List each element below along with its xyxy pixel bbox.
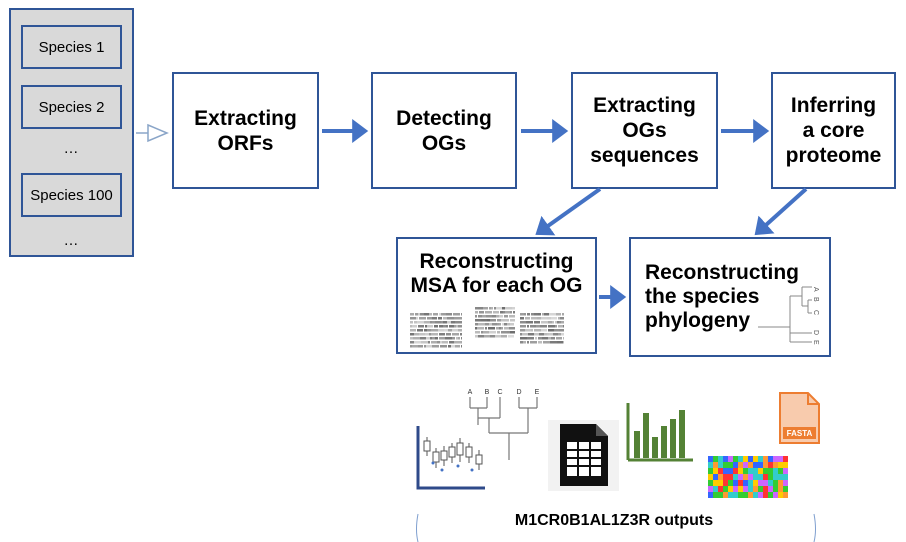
species-box-1: Species 1	[21, 25, 122, 69]
species-ellipsis: …	[63, 140, 80, 157]
flow-arrow	[754, 187, 808, 236]
tree-leaf-label: B	[812, 297, 819, 302]
tree-leaf-label: D	[812, 330, 819, 335]
step-label: Extracting ORFs	[194, 106, 297, 155]
step-reconstructing-phylogeny	[629, 237, 831, 357]
dendrogram-label: A	[468, 389, 473, 396]
species-label: Species 1	[38, 38, 105, 56]
step-label: Extracting OGs sequences	[590, 94, 699, 167]
step-core-proteome: Inferring a core proteome	[771, 72, 896, 189]
dendrogram-label: C	[497, 389, 502, 396]
fasta-label: FASTA	[787, 429, 813, 438]
step-extracting-orfs: Extracting ORFs	[172, 72, 319, 189]
species-arrow	[136, 123, 169, 143]
outputs-label: M1CR0B1AL1Z3R outputs	[514, 512, 714, 529]
step-label: Reconstructing the species phylogeny	[645, 261, 800, 332]
step-label: Inferring a core proteome	[785, 94, 882, 167]
outputs-bracket-left	[416, 513, 419, 542]
species-box-100: Species 100	[21, 173, 122, 217]
step-label: Reconstructing MSA for each OG	[410, 250, 583, 297]
msa-alignment-thumbnails	[410, 307, 564, 348]
tree-leaf-label: A	[812, 287, 819, 292]
step-label: Detecting OGs	[396, 106, 492, 155]
species-label: Species 2	[38, 98, 105, 116]
flow-arrow	[535, 187, 602, 236]
dendrogram-icon	[469, 397, 538, 460]
tree-leaf-label: E	[812, 340, 819, 345]
dendrogram-label: E	[535, 389, 540, 396]
species-panel: Species 1 Species 2 … Species 100 …	[9, 8, 134, 257]
box-plot-icon	[416, 426, 485, 490]
species-ellipsis: …	[63, 232, 80, 249]
outputs-bracket-right	[813, 513, 816, 542]
dendrogram-label: D	[516, 389, 521, 396]
tree-leaf-label: C	[812, 310, 819, 315]
dendrogram-label: B	[485, 389, 490, 396]
colored-alignment-icon	[708, 456, 788, 498]
species-label: Species 100	[30, 186, 113, 204]
bar-chart-icon	[626, 403, 693, 462]
step-extracting-og-sequences: Extracting OGs sequences	[571, 72, 718, 189]
fasta-file-icon: FASTA	[779, 392, 820, 444]
step-detecting-ogs: Detecting OGs	[371, 72, 517, 189]
table-file-icon	[548, 420, 619, 491]
species-box-2: Species 2	[21, 85, 122, 129]
phylogeny-tree-icon	[758, 286, 812, 343]
